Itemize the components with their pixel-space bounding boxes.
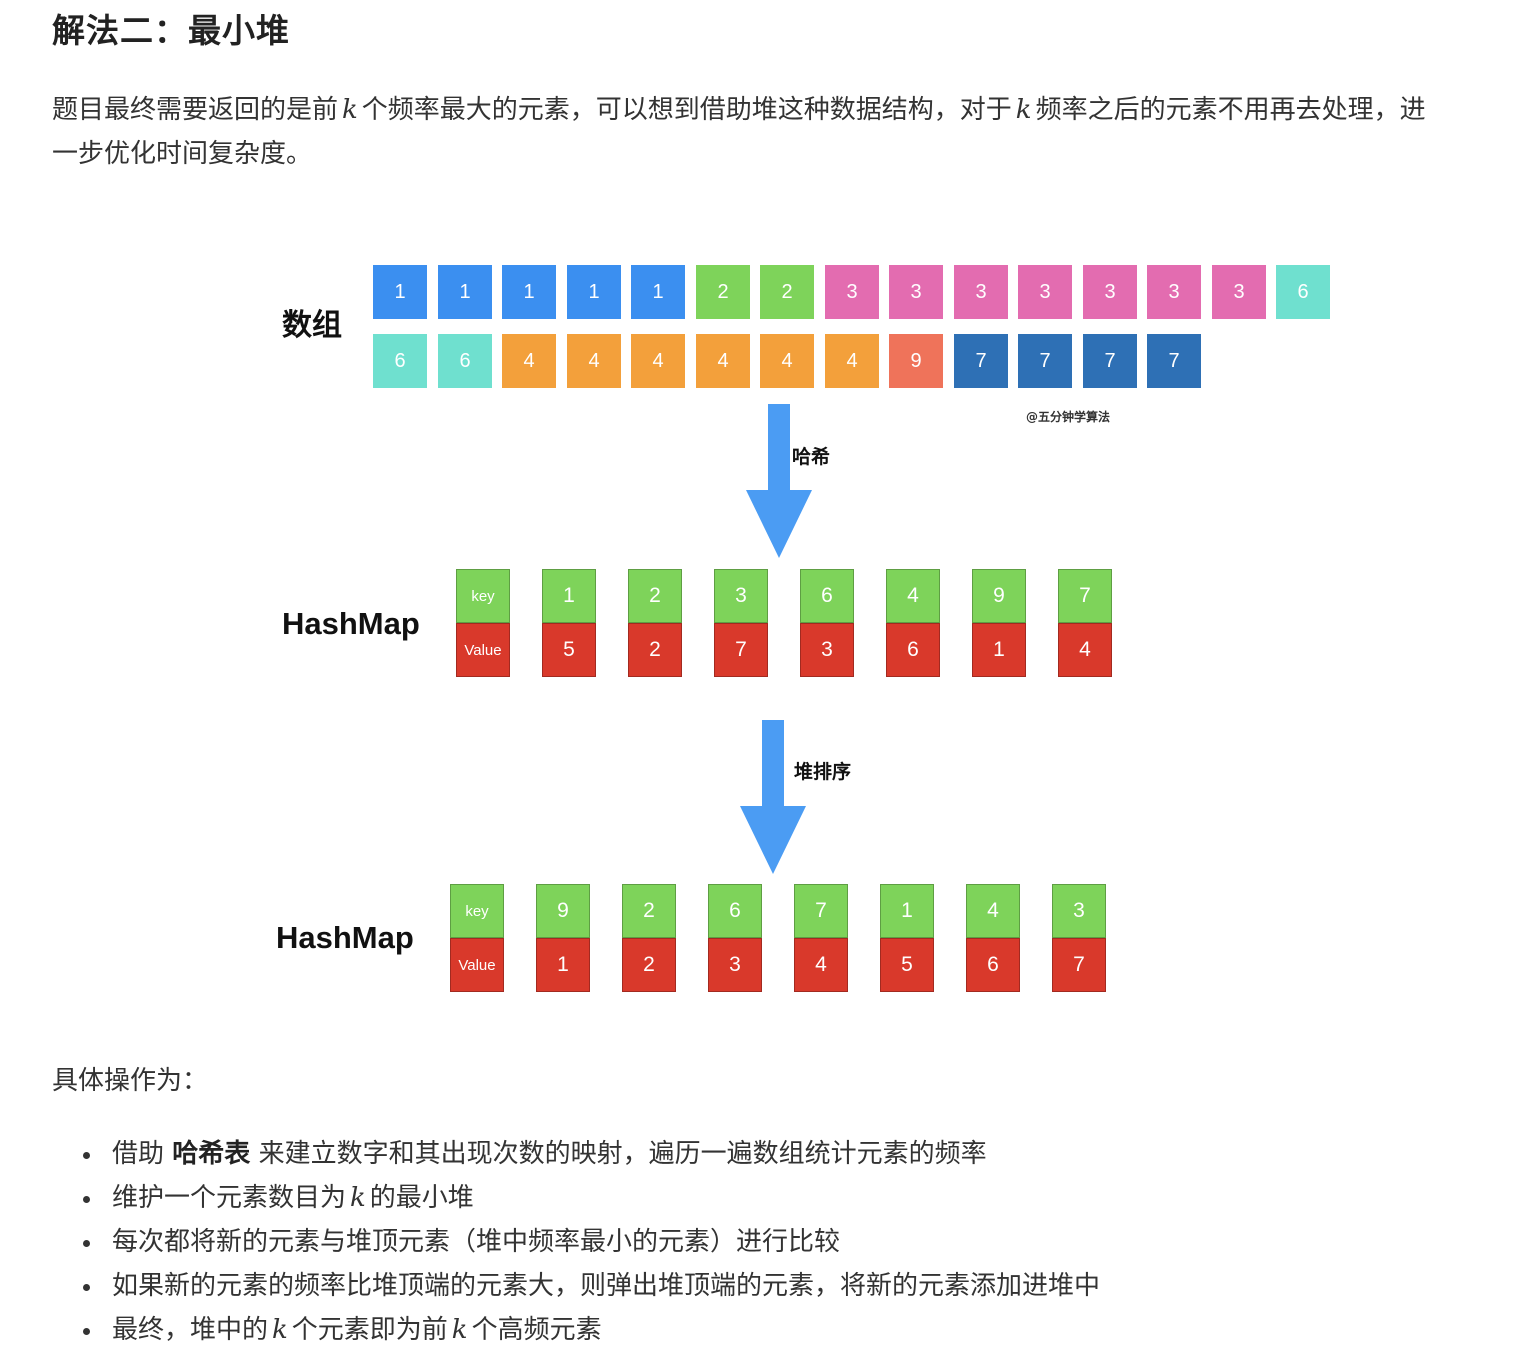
watermark: @五分钟学算法 xyxy=(1026,410,1111,424)
ops-title: 具体操作为： xyxy=(52,1066,209,1096)
hashmap-value-cell: 6 xyxy=(966,938,1020,992)
list-item: 借助 哈希表 来建立数字和其出现次数的映射，遍历一遍数组统计元素的频率 xyxy=(82,1132,1100,1176)
array-cell: 3 xyxy=(954,265,1008,319)
bold-term: 哈希表 xyxy=(172,1139,251,1169)
intro-text: 题目最终需要返回的是前 xyxy=(52,95,339,125)
array-cell: 3 xyxy=(889,265,943,319)
list-text: 最终，堆中的 xyxy=(112,1315,269,1345)
array-cell: 3 xyxy=(1147,265,1201,319)
array-cell: 2 xyxy=(760,265,814,319)
hashmap-key-cell: 4 xyxy=(886,569,940,623)
array-cell: 1 xyxy=(567,265,621,319)
hashmap-value-cell: 3 xyxy=(800,623,854,677)
hashmap-key-cell: 7 xyxy=(1058,569,1112,623)
array-cell: 4 xyxy=(631,334,685,388)
array-cell: 3 xyxy=(1212,265,1266,319)
hashmap-label-1: HashMap xyxy=(282,606,420,641)
array-cell: 4 xyxy=(760,334,814,388)
hashmap-value-cell: 4 xyxy=(794,938,848,992)
array-label: 数组 xyxy=(282,309,342,342)
hashmap-value-cell: 1 xyxy=(972,623,1026,677)
hashmap-key-cell: 4 xyxy=(966,884,1020,938)
hashmap-value-cell: 7 xyxy=(1052,938,1106,992)
arrow-down-icon xyxy=(746,404,812,558)
list-text: 借助 xyxy=(112,1139,165,1169)
hashmap-value-cell: 6 xyxy=(886,623,940,677)
intro-text: 个频率最大的元素，可以想到借助堆这种数据结构，对于 xyxy=(361,95,1012,125)
hashmap-key-cell: 1 xyxy=(880,884,934,938)
array-cell: 4 xyxy=(696,334,750,388)
list-text: 个元素即为前 xyxy=(291,1315,448,1345)
array-cell: 7 xyxy=(954,334,1008,388)
hashmap-value-cell: 3 xyxy=(708,938,762,992)
array-cell: 1 xyxy=(502,265,556,319)
array-cell: 7 xyxy=(1147,334,1201,388)
list-text: 来建立数字和其出现次数的映射，遍历一遍数组统计元素的频率 xyxy=(258,1139,987,1169)
math-k: k xyxy=(350,1183,366,1213)
array-cell: 1 xyxy=(373,265,427,319)
hashmap-value-header: Value xyxy=(450,938,504,992)
array-cell: 6 xyxy=(373,334,427,388)
hashmap-label-2: HashMap xyxy=(276,920,414,955)
hashmap-key-cell: 3 xyxy=(1052,884,1106,938)
hashmap-key-cell: 6 xyxy=(800,569,854,623)
hashmap-value-cell: 2 xyxy=(622,938,676,992)
array-cell: 4 xyxy=(825,334,879,388)
array-cell: 6 xyxy=(438,334,492,388)
array-cell: 3 xyxy=(1083,265,1137,319)
array-cell: 6 xyxy=(1276,265,1330,319)
section-heading: 解法二：最小堆 xyxy=(52,11,290,50)
hashmap-value-cell: 7 xyxy=(714,623,768,677)
array-cell: 4 xyxy=(502,334,556,388)
array-cell: 1 xyxy=(631,265,685,319)
list-item: 每次都将新的元素与堆顶元素（堆中频率最小的元素）进行比较 xyxy=(82,1220,1100,1264)
array-cell: 1 xyxy=(438,265,492,319)
list-item: 如果新的元素的频率比堆顶端的元素大，则弹出堆顶端的元素，将新的元素添加进堆中 xyxy=(82,1264,1100,1308)
hashmap-key-cell: 6 xyxy=(708,884,762,938)
list-text: 维护一个元素数目为 xyxy=(112,1183,347,1213)
math-k: k xyxy=(1015,95,1032,125)
hashmap-key-cell: 1 xyxy=(542,569,596,623)
hashmap-value-cell: 5 xyxy=(542,623,596,677)
ops-list: 借助 哈希表 来建立数字和其出现次数的映射，遍历一遍数组统计元素的频率 维护一个… xyxy=(82,1132,1100,1352)
hashmap-value-cell: 4 xyxy=(1058,623,1112,677)
array-cell: 7 xyxy=(1083,334,1137,388)
hashmap-value-cell: 5 xyxy=(880,938,934,992)
intro-line-2: 一步优化时间复杂度。 xyxy=(52,139,313,169)
hashmap-key-cell: 7 xyxy=(794,884,848,938)
array-cell: 3 xyxy=(825,265,879,319)
array-cell: 3 xyxy=(1018,265,1072,319)
hashmap-key-cell: 2 xyxy=(628,569,682,623)
intro-text: 频率之后的元素不用再去处理，进 xyxy=(1035,95,1426,125)
list-text: 个高频元素 xyxy=(471,1315,602,1345)
hashmap-key-cell: 9 xyxy=(972,569,1026,623)
array-cell: 2 xyxy=(696,265,750,319)
hashmap-key-cell: 3 xyxy=(714,569,768,623)
list-text: 的最小堆 xyxy=(369,1183,474,1213)
hash-arrow-label: 哈希 xyxy=(792,446,831,468)
math-k: k xyxy=(451,1315,468,1345)
array-cell: 7 xyxy=(1018,334,1072,388)
hashmap-key-header: key xyxy=(456,569,510,623)
math-k: k xyxy=(342,95,358,125)
hashmap-value-header: Value xyxy=(456,623,510,677)
hashmap-value-cell: 2 xyxy=(628,623,682,677)
hashmap-value-cell: 1 xyxy=(536,938,590,992)
array-cell: 4 xyxy=(567,334,621,388)
hashmap-key-header: key xyxy=(450,884,504,938)
arrow-down-icon xyxy=(740,720,806,874)
hashmap-key-cell: 2 xyxy=(622,884,676,938)
array-cell: 9 xyxy=(889,334,943,388)
math-k: k xyxy=(272,1315,288,1345)
heap-sort-arrow-label: 堆排序 xyxy=(794,761,852,783)
hashmap-key-cell: 9 xyxy=(536,884,590,938)
